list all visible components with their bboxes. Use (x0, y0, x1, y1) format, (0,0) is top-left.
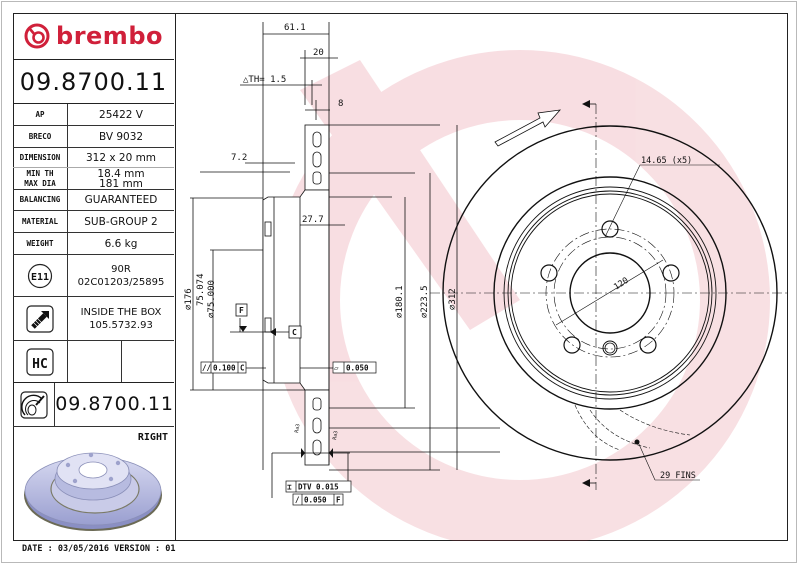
spec-row-weight: WEIGHT 6.6 kg (13, 233, 174, 255)
disc-front-view (430, 103, 787, 490)
spec-key: MIN TH MAX DIA (13, 168, 68, 189)
brand-logo: brembo (13, 13, 174, 60)
spec-value: 25422 V (99, 108, 143, 121)
spec-row-min-max: MIN TH MAX DIA 18.4 mm 181 mm (13, 168, 174, 190)
flatness-tolerance: ▱ 0.050 (332, 361, 377, 374)
svg-text:E11: E11 (31, 272, 49, 283)
svg-text:0.050: 0.050 (304, 496, 327, 505)
hc-icon: HC (26, 347, 54, 376)
spec-row-material: MATERIAL SUB-GROUP 2 (13, 211, 174, 233)
spec-row-breco: BRECO BV 9032 (13, 126, 174, 148)
hardware-kit-number: 105.5732.93 (89, 319, 153, 331)
svg-text:7.2: 7.2 (231, 153, 247, 163)
runout-tolerance: / 0.050 F (292, 493, 344, 506)
svg-text:HC: HC (32, 357, 48, 372)
svg-text:75.074: 75.074 (196, 273, 206, 306)
info-panel: brembo 09.8700.11 AP 25422 V BRECO BV 90… (13, 13, 176, 541)
svg-text:120: 120 (612, 276, 630, 293)
spec-row-dimension: DIMENSION 312 x 20 mm (13, 148, 174, 168)
svg-text:⌶: ⌶ (287, 483, 292, 492)
side-label: RIGHT (137, 432, 168, 443)
screw-icon (26, 304, 54, 333)
svg-text:F: F (336, 496, 341, 505)
brake-disc-render (24, 452, 162, 531)
drawing-frame (13, 13, 788, 541)
disc-code: 09.8700.11 (55, 393, 174, 415)
svg-text:DTV 0.015: DTV 0.015 (298, 483, 339, 492)
spec-key: DIMENSION (13, 148, 68, 167)
svg-text:0.100: 0.100 (213, 364, 236, 373)
footer-date-version: DATE : 03/05/2016 VERSION : 01 (22, 544, 176, 554)
svg-text:⌀176: ⌀176 (184, 288, 194, 310)
svg-text:▱: ▱ (334, 364, 339, 373)
spec-key: WEIGHT (13, 233, 68, 254)
technical-drawing: 61.1 20 △TH= 1.5 8 7.2 27.7 ⌀176 75.074 … (184, 22, 787, 541)
spec-value: 312 x 20 mm (85, 151, 157, 164)
product-image-area: RIGHT (13, 427, 174, 541)
hardware-row: INSIDE THE BOX 105.5732.93 (13, 297, 174, 341)
svg-text:27.7: 27.7 (302, 215, 324, 225)
spec-value: SUB-GROUP 2 (84, 215, 158, 228)
e11-approval-icon: E11 (27, 263, 53, 288)
hc-row: HC (13, 341, 174, 383)
spec-value: BV 9032 (98, 130, 144, 143)
brembo-logo-icon (24, 23, 50, 49)
svg-text:⌀312: ⌀312 (448, 288, 458, 310)
approval-row: E11 90R 02C01203/25895 (13, 255, 174, 297)
svg-text:C: C (292, 328, 297, 337)
svg-text:61.1: 61.1 (284, 23, 306, 33)
svg-text://: // (202, 364, 212, 373)
parallelism-tolerance: // 0.100 C (200, 361, 247, 374)
svg-text:29 FINS: 29 FINS (660, 471, 696, 481)
brembo-watermark (270, 50, 770, 541)
brand-name: brembo (56, 22, 163, 50)
hc-cells (68, 341, 174, 382)
svg-text:0.050: 0.050 (346, 364, 369, 373)
approval-number: 02C01203/25895 (77, 276, 165, 288)
spec-key: BRECO (13, 126, 68, 147)
spec-row-balancing: BALANCING GUARANTEED (13, 190, 174, 211)
spec-value: 18.4 mm 181 mm (97, 167, 145, 190)
dtv-tolerance: ⌶ DTV 0.015 (285, 480, 352, 493)
svg-text:Ra3: Ra3 (294, 423, 301, 433)
svg-text:⌀75.000: ⌀75.000 (207, 280, 217, 318)
svg-text:△TH= 1.5: △TH= 1.5 (243, 75, 286, 85)
svg-text:/: / (295, 496, 300, 505)
svg-text:8: 8 (338, 99, 343, 109)
disc-code-row: 09.8700.11 (13, 383, 174, 427)
disc-caliper-icon (19, 390, 48, 419)
part-number: 09.8700.11 (13, 60, 174, 104)
svg-text:⌀223.5: ⌀223.5 (420, 285, 430, 318)
spec-row-ap: AP 25422 V (13, 104, 174, 126)
spec-key: MATERIAL (13, 211, 68, 232)
svg-text:⌀180.1: ⌀180.1 (395, 285, 405, 318)
spec-value: 6.6 kg (104, 237, 138, 250)
svg-text:C: C (240, 364, 245, 373)
approval-code: 90R (111, 263, 131, 275)
svg-text:14.65 (x5): 14.65 (x5) (641, 156, 692, 166)
spec-value: GUARANTEED (84, 194, 158, 206)
spec-key: AP (13, 104, 68, 125)
spec-key: BALANCING (13, 190, 68, 210)
svg-text:20: 20 (313, 48, 324, 58)
hardware-label: INSIDE THE BOX (80, 306, 162, 318)
svg-text:Ra3: Ra3 (332, 430, 339, 440)
svg-text:F: F (239, 306, 244, 315)
